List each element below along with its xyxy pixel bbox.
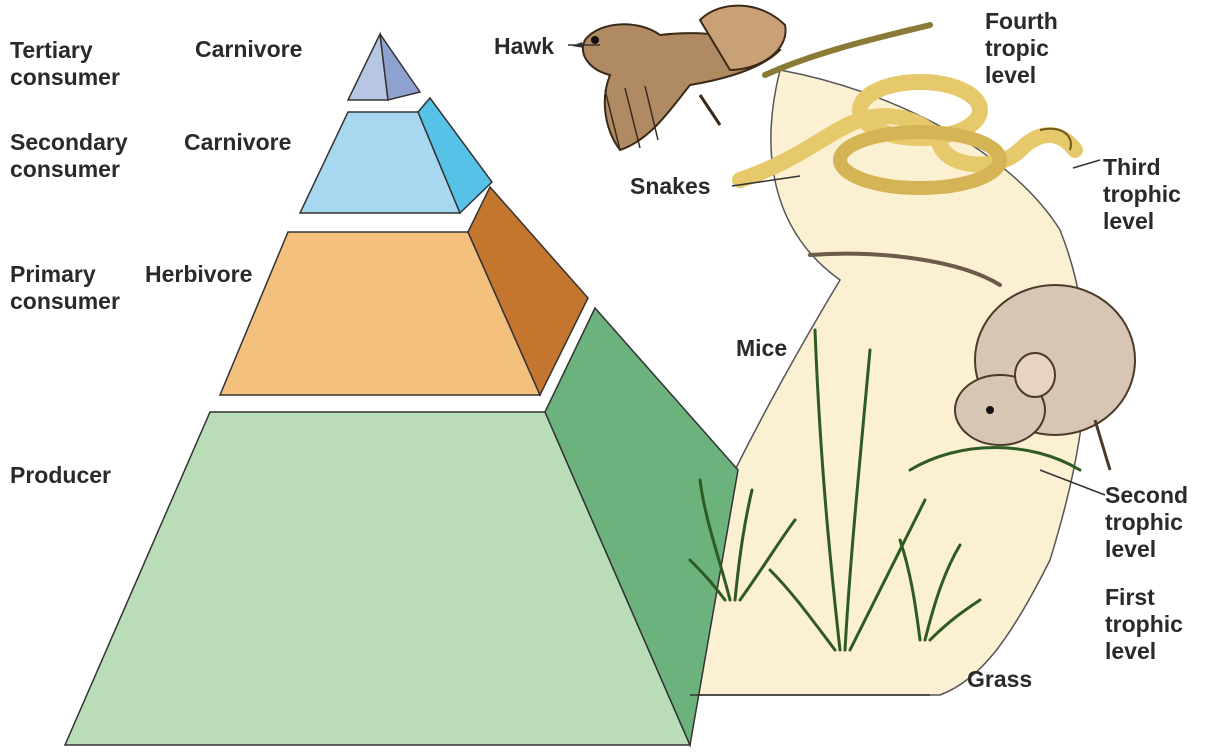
organism-label-snakes: Snakes xyxy=(630,173,711,200)
tier-role-tertiary: Tertiary consumer xyxy=(10,37,120,91)
hawk-icon xyxy=(572,6,786,150)
pyramid-tier-tertiary-consumer xyxy=(348,34,420,100)
tier-type-primary: Herbivore xyxy=(145,261,252,288)
tier-role-secondary: Secondary consumer xyxy=(10,129,128,183)
pyramid-tier-primary-consumer xyxy=(220,187,588,395)
pyramid-tier-secondary-consumer xyxy=(300,98,492,213)
tier-type-secondary: Carnivore xyxy=(184,129,291,156)
level-label-third: Third trophic level xyxy=(1103,154,1181,235)
level-label-second: Second trophic level xyxy=(1105,482,1188,563)
tier-role-primary: Primary consumer xyxy=(10,261,120,315)
organism-label-mice: Mice xyxy=(736,335,787,362)
level-label-fourth: Fourth tropic level xyxy=(985,8,1058,89)
organism-label-grass: Grass xyxy=(967,666,1032,693)
level-label-first: First trophic level xyxy=(1105,584,1183,665)
organism-label-hawk: Hawk xyxy=(494,33,554,60)
tier-role-producer: Producer xyxy=(10,462,111,489)
tier-type-tertiary: Carnivore xyxy=(195,36,302,63)
